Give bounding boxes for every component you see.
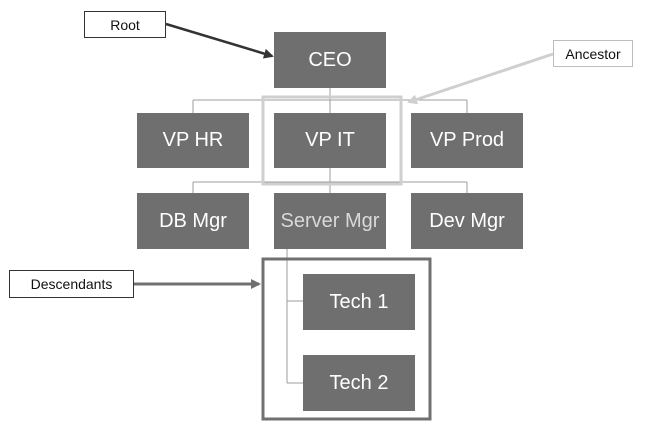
- connector-servermgr-to-techs: [286, 249, 303, 384]
- root-arrow: [165, 22, 274, 59]
- ancestor-highlight-frame: [261, 95, 403, 186]
- node-db-mgr: DB Mgr: [137, 193, 249, 249]
- node-vp-prod: VP Prod: [411, 113, 523, 168]
- node-tech-1: Tech 1: [303, 274, 415, 330]
- node-dev-mgr: Dev Mgr: [411, 193, 523, 249]
- node-vp-hr: VP HR: [137, 113, 249, 168]
- node-ceo: CEO: [274, 32, 386, 88]
- descendants-callout: Descendants: [9, 270, 134, 298]
- ancestor-arrow: [407, 52, 554, 105]
- connector-vpit-to-managers: [192, 168, 468, 193]
- ancestor-callout: Ancestor: [553, 40, 633, 67]
- node-tech-2: Tech 2: [303, 355, 415, 411]
- descendants-frame: [261, 257, 432, 421]
- connector-ceo-to-vps: [192, 88, 468, 113]
- node-server-mgr: Server Mgr: [274, 193, 386, 249]
- node-vp-it: VP IT: [274, 113, 386, 168]
- root-callout: Root: [84, 11, 166, 38]
